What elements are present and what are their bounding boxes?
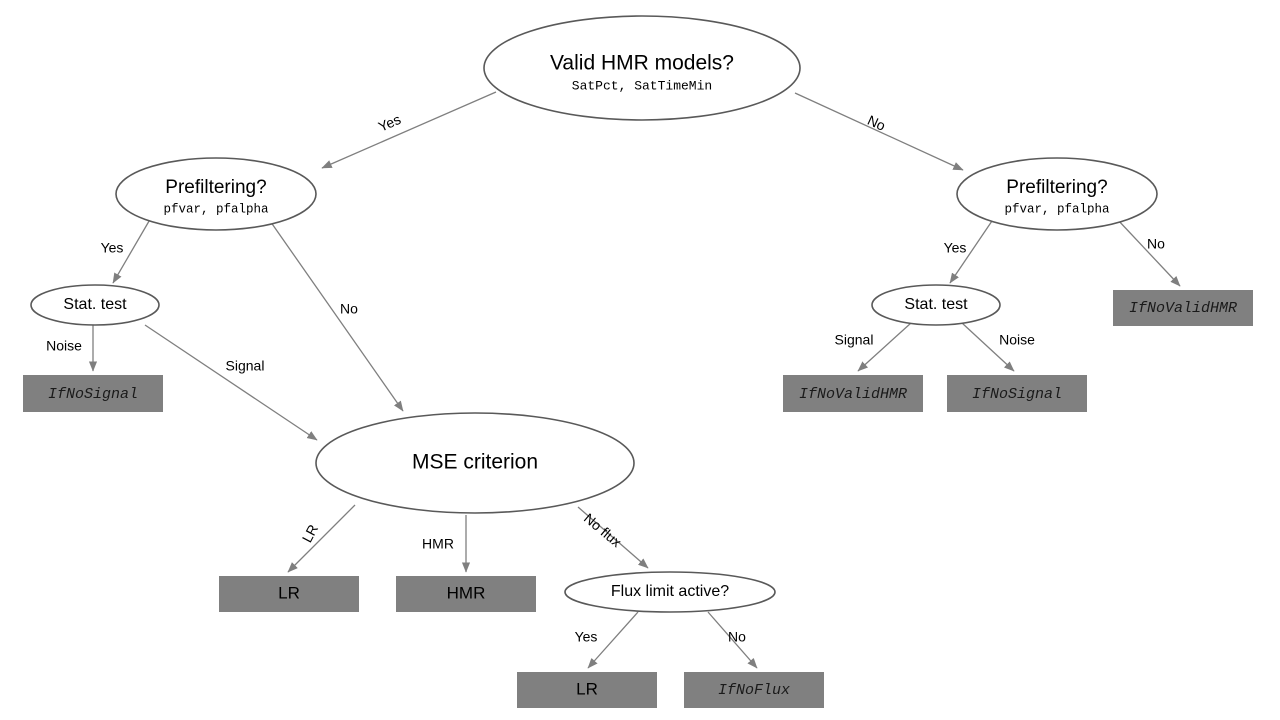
node-sublabel-prefiltering-right: pfvar, pfalpha — [1004, 202, 1110, 216]
node-label-mse-criterion: MSE criterion — [412, 451, 538, 474]
edge-prefilter-left-to-stat-test — [112, 215, 153, 284]
box-if-no-valid-hmr[interactable] — [783, 375, 923, 412]
box-label-hmr-mse: HMR — [447, 583, 486, 602]
terminal-if-no-signal-right[interactable]: IfNoSignal — [947, 375, 1087, 412]
edge-flux-to-lr — [587, 611, 639, 669]
edge-label-root-no: No — [865, 112, 888, 134]
terminal-if-no-signal-left[interactable]: IfNoSignal — [23, 375, 163, 412]
box-label-if-no-valid-hmr: IfNoValidHMR — [799, 386, 907, 403]
edge-flux-to-no-flux — [707, 611, 758, 669]
edge-prefilter-right-to-stat-test — [949, 217, 995, 284]
ellipse-stat-test-right[interactable] — [871, 284, 1001, 326]
node-valid-hmr-models[interactable]: Valid HMR models? SatPct, SatTimeMin — [483, 15, 801, 121]
edge-label-prefilter-left-no: No — [340, 301, 358, 317]
edge-prefilter-left-to-mse — [267, 217, 404, 412]
box-lr-mse[interactable] — [219, 576, 359, 612]
edge-label-flux-yes: Yes — [575, 629, 598, 645]
edge-label-stat-left-noise: Noise — [46, 338, 82, 354]
edge-label-stat-right-noise: Noise — [999, 332, 1035, 348]
node-sublabel-valid-hmr-models: SatPct, SatTimeMin — [572, 78, 712, 93]
terminal-if-no-valid-hmr-top[interactable]: IfNoValidHMR — [1113, 290, 1253, 326]
edge-mse-to-lr — [287, 504, 356, 573]
node-label-prefiltering-right: Prefiltering? — [1006, 177, 1107, 198]
ellipse-prefiltering-left[interactable] — [115, 157, 317, 231]
edges — [88, 91, 1181, 669]
node-sublabel-prefiltering-left: pfvar, pfalpha — [163, 202, 269, 216]
box-label-if-no-signal-left: IfNoSignal — [48, 386, 138, 403]
edge-label-mse-no-flux: No flux — [581, 510, 625, 550]
edge-label-root-yes: Yes — [376, 111, 403, 135]
node-label-flux-limit-active: Flux limit active? — [611, 583, 729, 600]
node-stat-test-left[interactable]: Stat. test — [30, 284, 160, 326]
node-label-valid-hmr-models: Valid HMR models? — [550, 52, 734, 75]
box-if-no-flux[interactable] — [684, 672, 824, 708]
box-if-no-signal-left[interactable] — [23, 375, 163, 412]
edge-label-stat-left-signal: Signal — [226, 358, 265, 374]
ellipse-mse-criterion[interactable] — [315, 412, 635, 514]
edge-root-to-prefilter-right — [794, 92, 964, 171]
box-label-lr-flux: LR — [576, 679, 598, 698]
terminal-if-no-valid-hmr[interactable]: IfNoValidHMR — [783, 375, 923, 412]
edge-label-mse-lr: LR — [299, 522, 322, 545]
node-prefiltering-right[interactable]: Prefiltering? pfvar, pfalpha — [956, 157, 1158, 231]
node-stat-test-right[interactable]: Stat. test — [871, 284, 1001, 326]
edge-stat-right-to-no-valid-hmr — [857, 322, 912, 372]
ellipse-valid-hmr-models[interactable] — [483, 15, 801, 121]
edge-prefilter-right-to-no-valid-hmr — [1116, 218, 1181, 287]
ellipse-stat-test-left[interactable] — [30, 284, 160, 326]
box-label-if-no-signal-right: IfNoSignal — [972, 386, 1062, 403]
node-flux-limit-active[interactable]: Flux limit active? — [564, 571, 776, 613]
edge-stat-right-to-no-signal — [961, 322, 1015, 372]
ellipse-prefiltering-right[interactable] — [956, 157, 1158, 231]
terminal-hmr-mse[interactable]: HMR — [396, 576, 536, 612]
box-label-if-no-valid-hmr-top: IfNoValidHMR — [1129, 300, 1237, 317]
edge-mse-to-flux-limit — [577, 506, 649, 569]
edge-labels: Yes No Yes No Noise Signal Yes No Signal… — [46, 111, 1165, 645]
node-mse-criterion[interactable]: MSE criterion — [315, 412, 635, 514]
box-if-no-signal-right[interactable] — [947, 375, 1087, 412]
box-label-if-no-flux: IfNoFlux — [718, 682, 790, 699]
edge-label-mse-hmr: HMR — [422, 536, 454, 552]
edge-root-to-prefilter-left — [321, 91, 497, 169]
node-prefiltering-left[interactable]: Prefiltering? pfvar, pfalpha — [115, 157, 317, 231]
edge-label-flux-no: No — [728, 629, 746, 645]
edge-stat-left-to-mse — [144, 324, 318, 441]
terminal-lr-mse[interactable]: LR — [219, 576, 359, 612]
box-lr-flux[interactable] — [517, 672, 657, 708]
edge-label-prefilter-left-yes: Yes — [101, 240, 124, 256]
node-label-stat-test-left: Stat. test — [63, 296, 127, 313]
edge-label-stat-right-signal: Signal — [835, 332, 874, 348]
node-label-prefiltering-left: Prefiltering? — [165, 177, 266, 198]
node-label-stat-test-right: Stat. test — [904, 296, 968, 313]
box-label-lr-mse: LR — [278, 583, 300, 602]
edge-label-prefilter-right-yes: Yes — [944, 240, 967, 256]
ellipse-flux-limit-active[interactable] — [564, 571, 776, 613]
terminal-lr-flux[interactable]: LR — [517, 672, 657, 708]
terminal-if-no-flux[interactable]: IfNoFlux — [684, 672, 824, 708]
edge-label-prefilter-right-no: No — [1147, 236, 1165, 252]
box-hmr-mse[interactable] — [396, 576, 536, 612]
box-if-no-valid-hmr-top[interactable] — [1113, 290, 1253, 326]
